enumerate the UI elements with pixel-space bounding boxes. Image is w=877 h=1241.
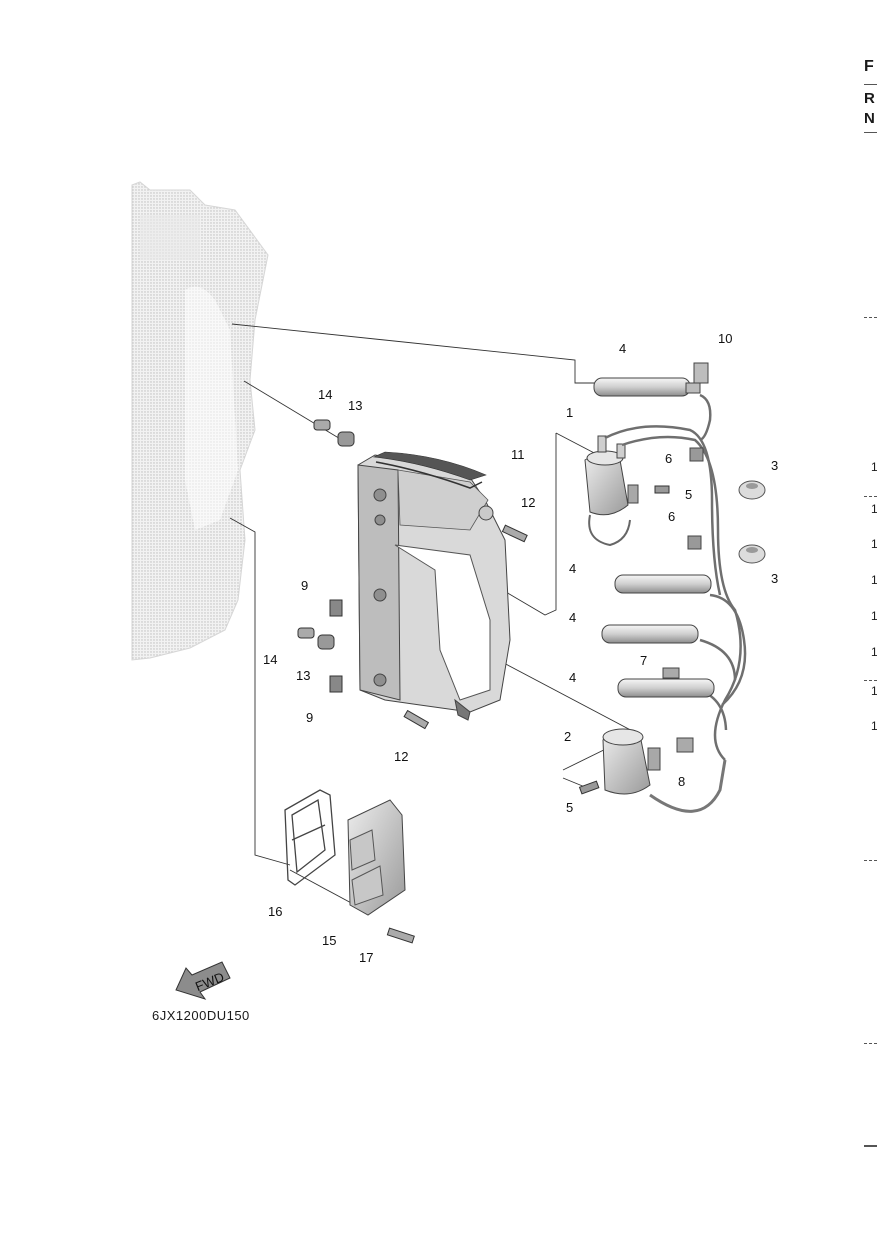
clip-9-lower xyxy=(329,675,343,693)
callout-1: 1 xyxy=(566,405,573,420)
gasket-16 xyxy=(284,789,336,886)
bolt-5-lower xyxy=(578,780,600,795)
callout-15: 15 xyxy=(322,933,336,948)
clamp-10 xyxy=(693,362,709,384)
edge-dash-5 xyxy=(864,1043,877,1044)
callout-9-lower: 9 xyxy=(306,710,313,725)
edge-number-6: 1 xyxy=(871,645,877,659)
callout-14-lower: 14 xyxy=(263,652,277,667)
collar-13-lower xyxy=(317,634,335,650)
callout-4-top: 4 xyxy=(619,341,626,356)
callout-13-lower: 13 xyxy=(296,668,310,683)
plug-cap-bottom xyxy=(617,678,715,698)
clip-9-upper xyxy=(329,599,343,617)
edge-number-5: 1 xyxy=(871,609,877,623)
edge-rule-3 xyxy=(864,1145,877,1147)
callout-11: 11 xyxy=(511,447,525,462)
edge-dash-1 xyxy=(864,317,877,318)
callout-10: 10 xyxy=(718,331,732,346)
edge-number-4: 1 xyxy=(871,573,877,587)
edge-number-3: 1 xyxy=(871,537,877,551)
grommet-upper xyxy=(738,480,766,500)
callout-6-upper: 6 xyxy=(665,451,672,466)
callout-8: 8 xyxy=(678,774,685,789)
edge-number-8: 1 xyxy=(871,719,877,733)
edge-dash-4 xyxy=(864,860,877,861)
bolt-12-upper xyxy=(501,524,528,543)
ignition-coil-1 xyxy=(584,435,639,547)
ignition-coil-2 xyxy=(602,728,727,813)
callout-3-upper: 3 xyxy=(771,458,778,473)
callout-5-upper: 5 xyxy=(685,487,692,502)
edge-number-7: 1 xyxy=(871,684,877,698)
callout-4-mid2: 4 xyxy=(569,610,576,625)
callout-2: 2 xyxy=(564,729,571,744)
bolt-17 xyxy=(386,927,415,944)
plug-cap-top xyxy=(593,377,701,397)
callout-17: 17 xyxy=(359,950,373,965)
callout-16: 16 xyxy=(268,904,282,919)
bolt-12-lower xyxy=(403,709,430,730)
edge-dash-3 xyxy=(864,680,877,681)
plug-cap-mid-1 xyxy=(614,574,712,594)
clamp-6-upper xyxy=(689,447,704,462)
callout-6-lower: 6 xyxy=(668,509,675,524)
clamp-7 xyxy=(662,667,680,679)
grommet-lower xyxy=(738,544,766,564)
callout-12-lower: 12 xyxy=(394,749,408,764)
callout-12-upper: 12 xyxy=(521,495,535,510)
high-tension-wires xyxy=(604,393,747,761)
callout-4-mid1: 4 xyxy=(569,561,576,576)
callout-4-bottom: 4 xyxy=(569,670,576,685)
edge-number-1: 1 xyxy=(871,460,877,474)
edge-letter-n: N xyxy=(864,110,875,127)
callout-13-upper: 13 xyxy=(348,398,362,413)
plug-cap-mid-2 xyxy=(601,624,699,644)
coil-bracket xyxy=(357,451,511,721)
clamp-8 xyxy=(676,737,694,753)
diagram-code: 6JX1200DU150 xyxy=(152,1008,250,1023)
screw-14-lower xyxy=(297,627,315,639)
cdi-unit-15 xyxy=(347,799,406,916)
callout-9-upper: 9 xyxy=(301,578,308,593)
screw-14-upper xyxy=(313,419,331,431)
edge-letter-f: F xyxy=(864,58,874,75)
edge-letter-r: R xyxy=(864,90,875,107)
edge-rule-1 xyxy=(864,84,877,85)
callout-3-lower: 3 xyxy=(771,571,778,586)
edge-number-2: 1 xyxy=(871,502,877,516)
callout-14-upper: 14 xyxy=(318,387,332,402)
clamp-6-lower xyxy=(687,535,702,550)
callout-5-lower: 5 xyxy=(566,800,573,815)
callout-7: 7 xyxy=(640,653,647,668)
collar-13-upper xyxy=(337,431,355,447)
engine-block-silhouette xyxy=(131,181,269,661)
fwd-arrow-icon: FWD xyxy=(175,961,231,1000)
edge-dash-2 xyxy=(864,496,877,497)
bolt-5-upper xyxy=(654,485,670,494)
edge-rule-2 xyxy=(864,132,877,133)
callout-labels: 1 2 3 3 4 4 4 4 5 5 6 6 7 8 9 9 10 11 12… xyxy=(263,331,778,965)
